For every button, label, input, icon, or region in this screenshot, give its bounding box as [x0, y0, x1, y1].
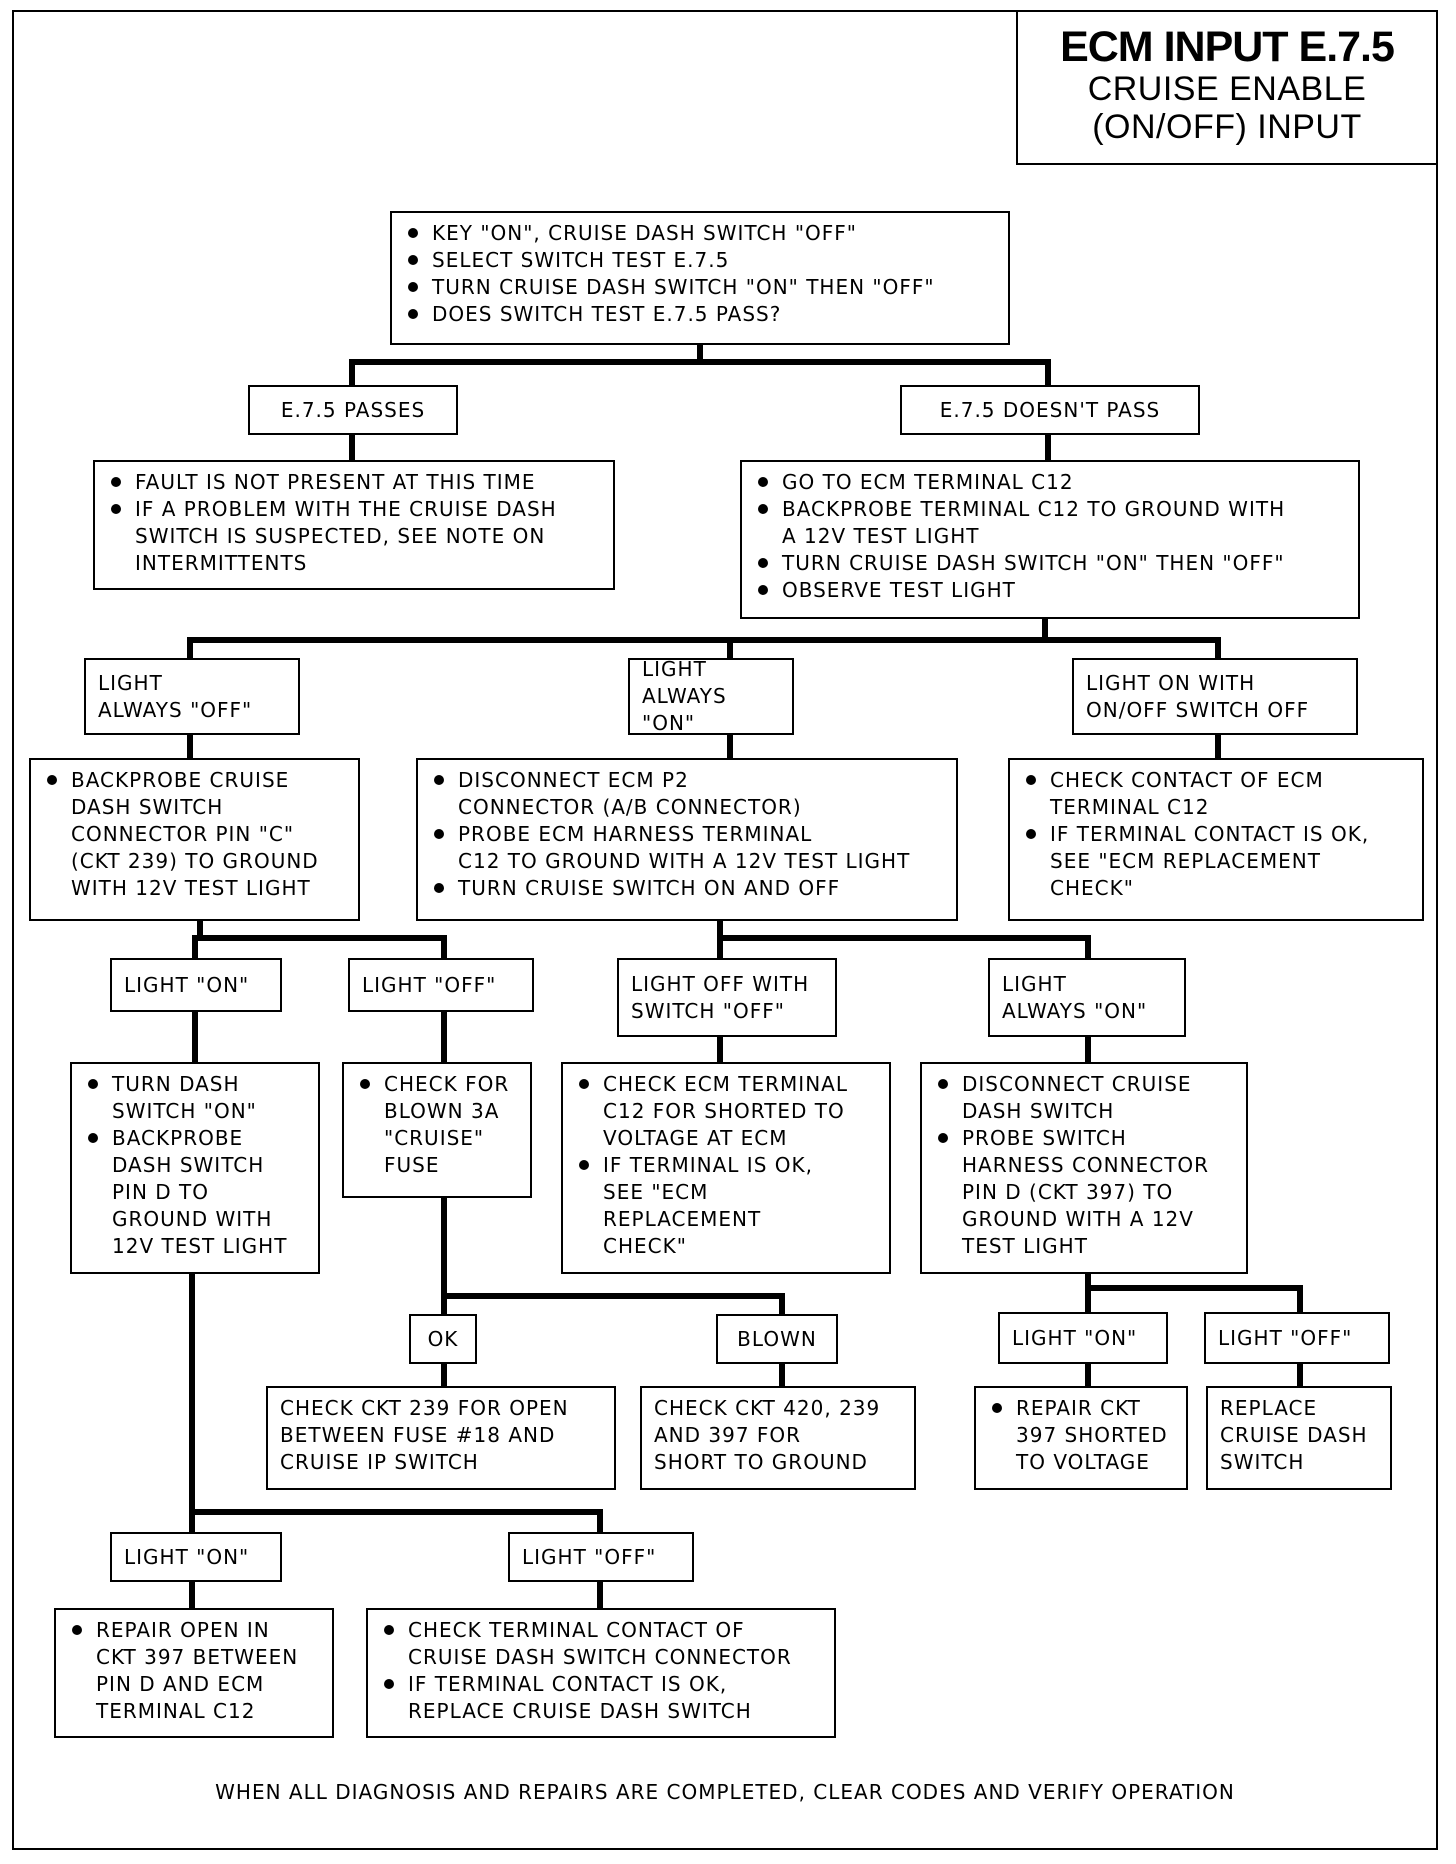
step-item: DISCONNECT ECM P2 CONNECTOR (A/B CONNECT…: [430, 767, 944, 821]
blown-label-box: BLOWN: [716, 1314, 838, 1364]
check-contact-c12-box: CHECK CONTACT OF ECM TERMINAL C12 IF TER…: [1008, 758, 1424, 921]
title-subtitle-line2: (ON/OFF) INPUT: [1092, 108, 1362, 146]
step-item: REPAIR CKT 397 SHORTED TO VOLTAGE: [988, 1395, 1174, 1476]
step-item: KEY "ON", CRUISE DASH SWITCH "OFF": [404, 220, 996, 247]
step-item: PROBE SWITCH HARNESS CONNECTOR PIN D (CK…: [934, 1125, 1234, 1260]
check-ckt420-short-box: CHECK CKT 420, 239 AND 397 FOR SHORT TO …: [640, 1386, 916, 1490]
light-always-on-b-label-box: LIGHT ALWAYS "ON": [988, 958, 1186, 1037]
light-off-d-label-box: LIGHT "OFF": [508, 1532, 694, 1582]
step-item: IF TERMINAL IS OK, SEE "ECM REPLACEMENT …: [575, 1152, 877, 1260]
step-item: CHECK CONTACT OF ECM TERMINAL C12: [1022, 767, 1410, 821]
disconnect-p2-box: DISCONNECT ECM P2 CONNECTOR (A/B CONNECT…: [416, 758, 958, 921]
check-fuse-box: CHECK FOR BLOWN 3A "CRUISE" FUSE: [342, 1062, 532, 1198]
check-terminal-contact-box: CHECK TERMINAL CONTACT OF CRUISE DASH SW…: [366, 1608, 836, 1738]
passes-label-box: E.7.5 PASSES: [248, 385, 458, 435]
step-item: SELECT SWITCH TEST E.7.5: [404, 247, 996, 274]
step-item: BACKPROBE TERMINAL C12 TO GROUND WITH A …: [754, 496, 1346, 550]
step-item: OBSERVE TEST LIGHT: [754, 577, 1346, 604]
footer-note: WHEN ALL DIAGNOSIS AND REPAIRS ARE COMPL…: [215, 1780, 1235, 1804]
step-item: IF TERMINAL CONTACT IS OK, REPLACE CRUIS…: [380, 1671, 822, 1725]
backprobe-dash-switch-box: BACKPROBE CRUISE DASH SWITCH CONNECTOR P…: [29, 758, 360, 921]
step-item: DOES SWITCH TEST E.7.5 PASS?: [404, 301, 996, 328]
title-block: ECM INPUT E.7.5 CRUISE ENABLE (ON/OFF) I…: [1016, 10, 1438, 165]
light-on-switch-off-label-box: LIGHT ON WITH ON/OFF SWITCH OFF: [1072, 658, 1358, 735]
light-always-off-label-box: LIGHT ALWAYS "OFF": [84, 658, 300, 735]
step-item: CHECK ECM TERMINAL C12 FOR SHORTED TO VO…: [575, 1071, 877, 1152]
light-on-c-label-box: LIGHT "ON": [998, 1312, 1168, 1364]
page-frame: [12, 10, 1438, 1850]
step-item: PROBE ECM HARNESS TERMINAL C12 TO GROUND…: [430, 821, 944, 875]
step-item: FAULT IS NOT PRESENT AT THIS TIME: [107, 469, 601, 496]
step-item: DISCONNECT CRUISE DASH SWITCH: [934, 1071, 1234, 1125]
passes-action-box: FAULT IS NOT PRESENT AT THIS TIME IF A P…: [93, 460, 615, 590]
light-off-c-label-box: LIGHT "OFF": [1204, 1312, 1390, 1364]
repair-open-397-box: REPAIR OPEN IN CKT 397 BETWEEN PIN D AND…: [54, 1608, 334, 1738]
turn-dash-switch-box: TURN DASH SWITCH "ON" BACKPROBE DASH SWI…: [70, 1062, 320, 1274]
step-item: TURN DASH SWITCH "ON": [84, 1071, 306, 1125]
light-on-label-box: LIGHT "ON": [110, 958, 282, 1012]
step-item: TURN CRUISE DASH SWITCH "ON" THEN "OFF": [404, 274, 996, 301]
check-ckt239-open-box: CHECK CKT 239 FOR OPEN BETWEEN FUSE #18 …: [266, 1386, 616, 1490]
title-subtitle-line1: CRUISE ENABLE: [1087, 70, 1367, 108]
light-off-switch-off-label-box: LIGHT OFF WITH SWITCH "OFF": [617, 958, 837, 1037]
ok-label-box: OK: [409, 1314, 477, 1364]
step-item: IF A PROBLEM WITH THE CRUISE DASH SWITCH…: [107, 496, 601, 577]
step-item: BACKPROBE CRUISE DASH SWITCH CONNECTOR P…: [43, 767, 346, 902]
light-always-on-label-box: LIGHT ALWAYS "ON": [628, 657, 794, 735]
step-item: TURN CRUISE DASH SWITCH "ON" THEN "OFF": [754, 550, 1346, 577]
step-item: IF TERMINAL CONTACT IS OK, SEE "ECM REPL…: [1022, 821, 1410, 902]
step-item: GO TO ECM TERMINAL C12: [754, 469, 1346, 496]
step-item: TURN CRUISE SWITCH ON AND OFF: [430, 875, 944, 902]
disconnect-dash-switch-box: DISCONNECT CRUISE DASH SWITCH PROBE SWIT…: [920, 1062, 1248, 1274]
step-item: CHECK FOR BLOWN 3A "CRUISE" FUSE: [356, 1071, 518, 1179]
start-box: KEY "ON", CRUISE DASH SWITCH "OFF" SELEC…: [390, 211, 1010, 345]
step-item: CHECK TERMINAL CONTACT OF CRUISE DASH SW…: [380, 1617, 822, 1671]
replace-dash-switch-box: REPLACE CRUISE DASH SWITCH: [1206, 1386, 1392, 1490]
page-title: ECM INPUT E.7.5: [1060, 23, 1395, 71]
doesnt-pass-label-box: E.7.5 DOESN'T PASS: [900, 385, 1200, 435]
step-item: REPAIR OPEN IN CKT 397 BETWEEN PIN D AND…: [68, 1617, 320, 1725]
light-off-label-box: LIGHT "OFF": [348, 958, 534, 1012]
light-on-d-label-box: LIGHT "ON": [110, 1532, 282, 1582]
doesnt-pass-action-box: GO TO ECM TERMINAL C12 BACKPROBE TERMINA…: [740, 460, 1360, 619]
repair-ckt397-box: REPAIR CKT 397 SHORTED TO VOLTAGE: [974, 1386, 1188, 1490]
check-c12-short-box: CHECK ECM TERMINAL C12 FOR SHORTED TO VO…: [561, 1062, 891, 1274]
step-item: BACKPROBE DASH SWITCH PIN D TO GROUND WI…: [84, 1125, 306, 1260]
